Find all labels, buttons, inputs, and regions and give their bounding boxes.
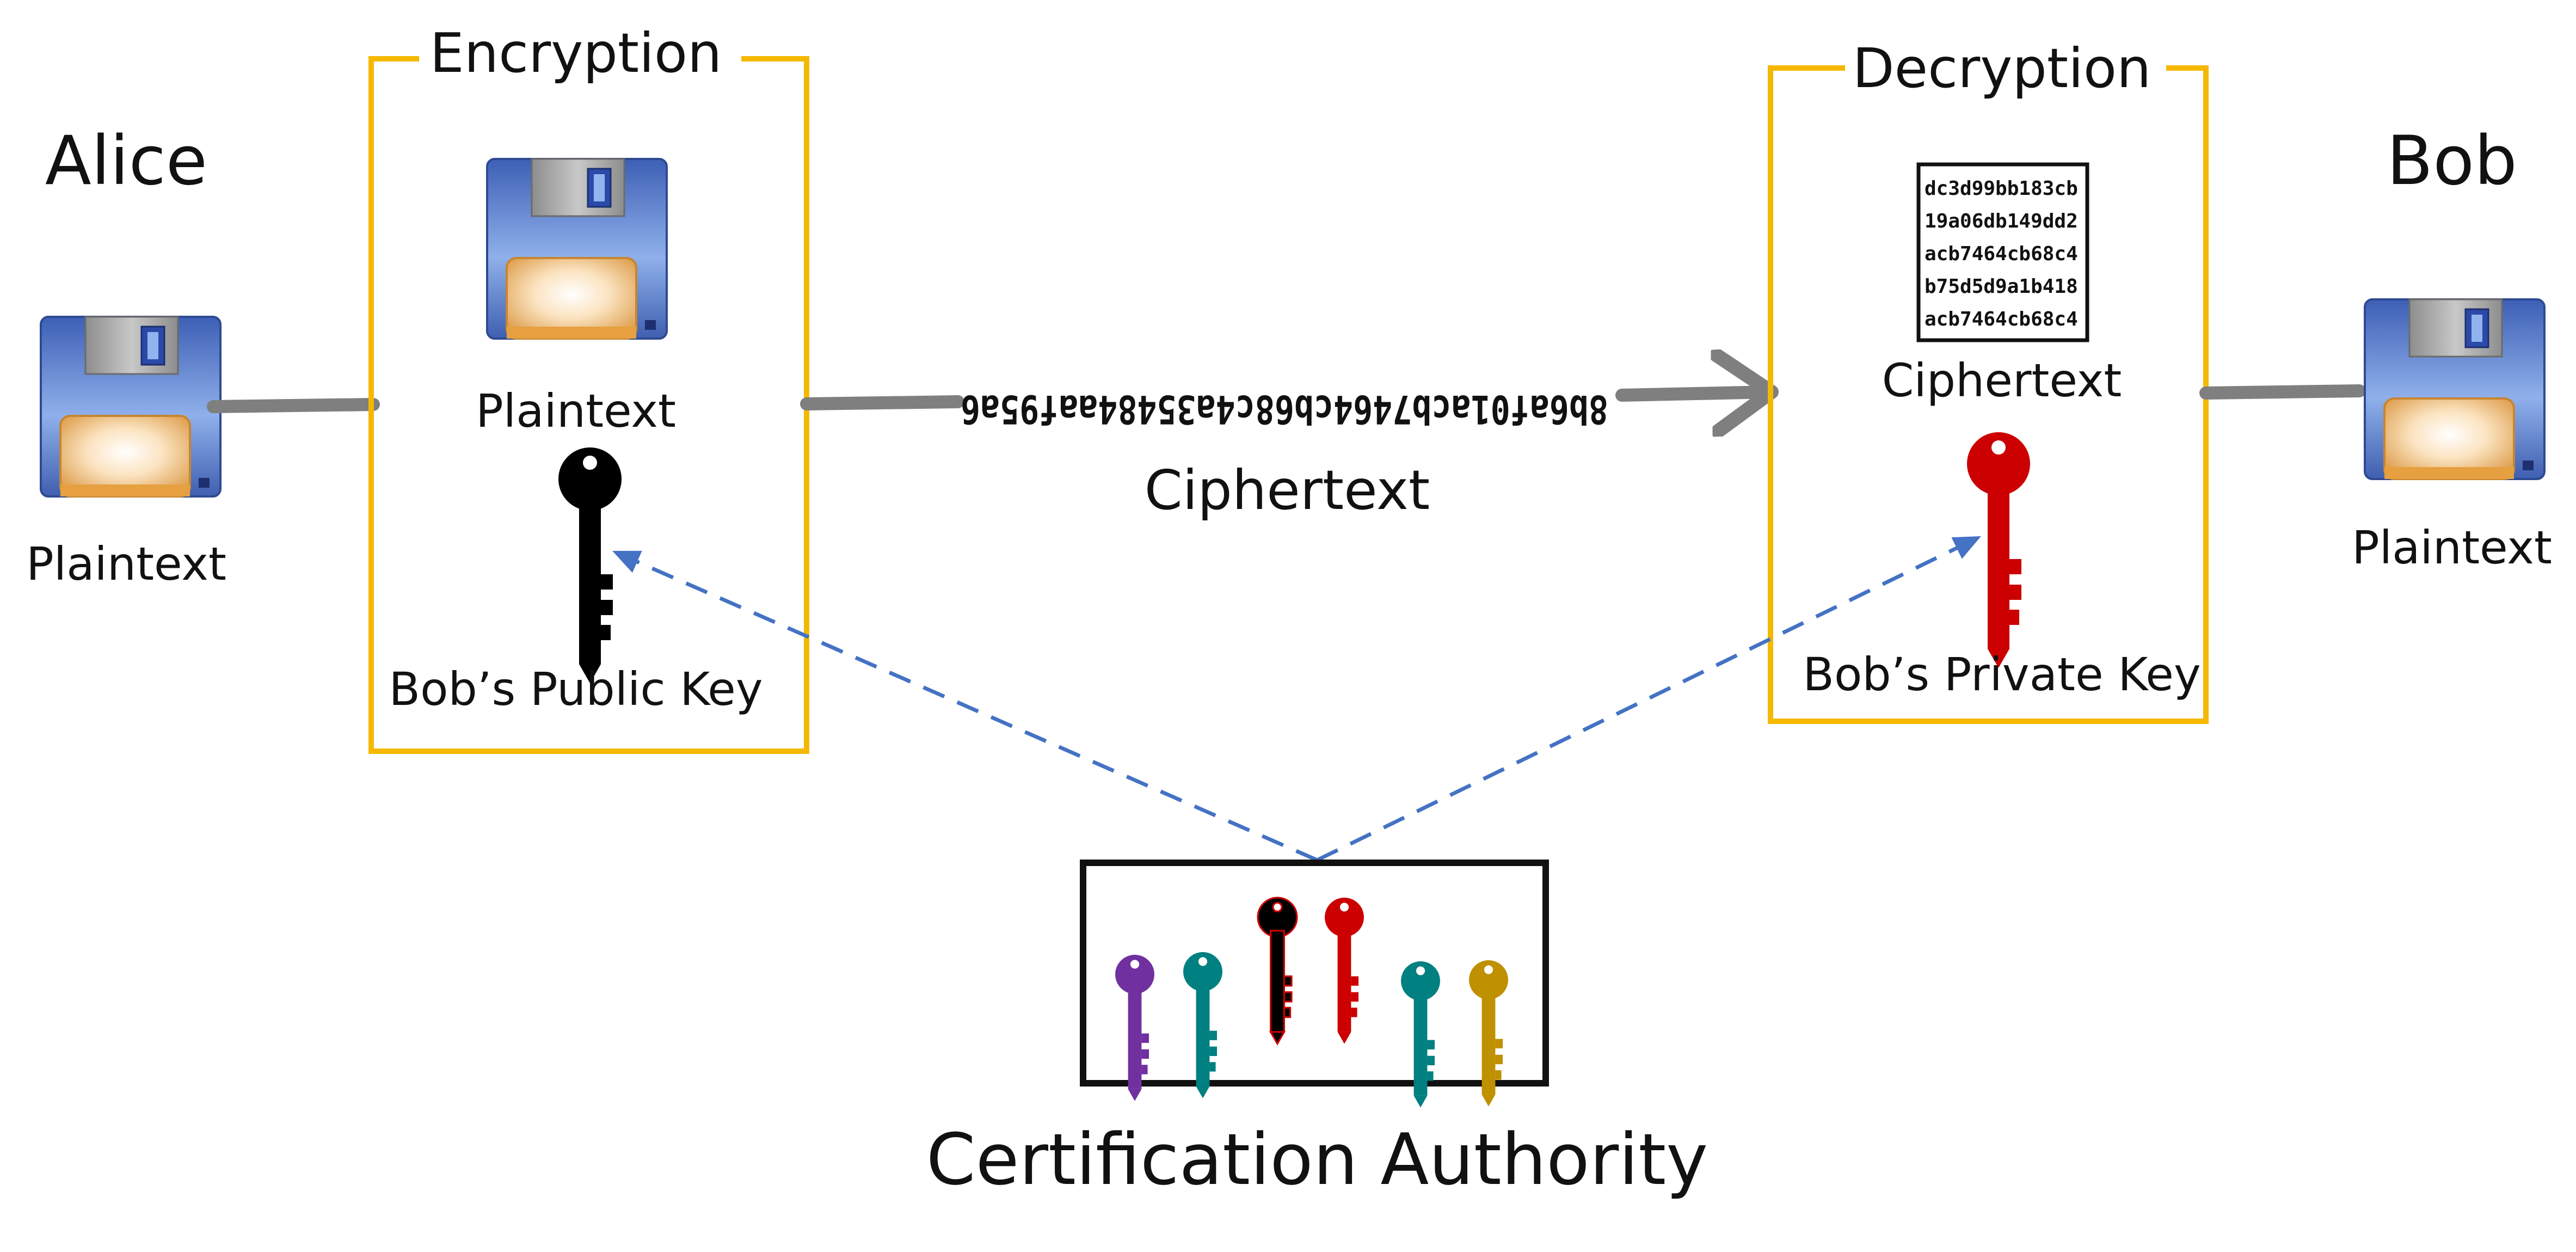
alice-label: Alice xyxy=(45,122,207,200)
decryption-to-bob-connector xyxy=(2199,384,2366,400)
bob-plaintext-file-icon xyxy=(2364,298,2546,480)
encryption-frame xyxy=(368,56,809,754)
cipher-doc-line: acb7464cb68c4 xyxy=(1925,243,2078,265)
private-key-icon xyxy=(1967,432,2030,668)
private-key-label: Bob’s Private Key xyxy=(1803,648,2200,701)
certification-authority-label: Certification Authority xyxy=(926,1118,1708,1201)
encryption-to-cipher-connector xyxy=(800,395,964,410)
cipher-to-decryption-arrow xyxy=(1615,392,1772,395)
certification-authority-box xyxy=(1080,860,1549,1087)
alice-plaintext-label: Plaintext xyxy=(26,537,226,591)
encryption-title: Encryption xyxy=(430,21,722,85)
cipher-doc-line: 19a06db149dd2 xyxy=(1925,210,2078,232)
decryption-frame xyxy=(1768,65,2209,724)
bob-label: Bob xyxy=(2387,122,2517,200)
bob-plaintext-label: Plaintext xyxy=(2352,521,2552,574)
alice-plaintext-file-icon xyxy=(40,316,222,498)
public-key-icon xyxy=(558,447,622,683)
ca-to-public-key-arrow xyxy=(611,549,1318,862)
transmission-ciphertext-label: Ciphertext xyxy=(1145,458,1430,522)
encryption-plaintext-label: Plaintext xyxy=(476,384,676,438)
encryption-plaintext-file-icon xyxy=(486,158,668,340)
cipher-doc-line: b75d5d9a1b418 xyxy=(1925,275,2078,298)
decryption-ciphertext-label: Ciphertext xyxy=(1882,354,2122,407)
ca-to-private-key-arrow xyxy=(1316,534,1982,862)
cipher-doc-line: acb7464cb68c4 xyxy=(1925,308,2078,330)
cipher-string: 8b6af01acb7464cb68c4a35484aaf95a6 xyxy=(961,386,1608,432)
public-key-label: Bob’s Public Key xyxy=(389,662,763,716)
ciphertext-document-icon: dc3d99bb183cb 19a06db149dd2 acb7464cb68c… xyxy=(1916,162,2089,342)
alice-to-encryption-connector xyxy=(207,398,380,413)
cipher-doc-line: dc3d99bb183cb xyxy=(1925,177,2078,200)
decryption-title: Decryption xyxy=(1853,36,2151,100)
